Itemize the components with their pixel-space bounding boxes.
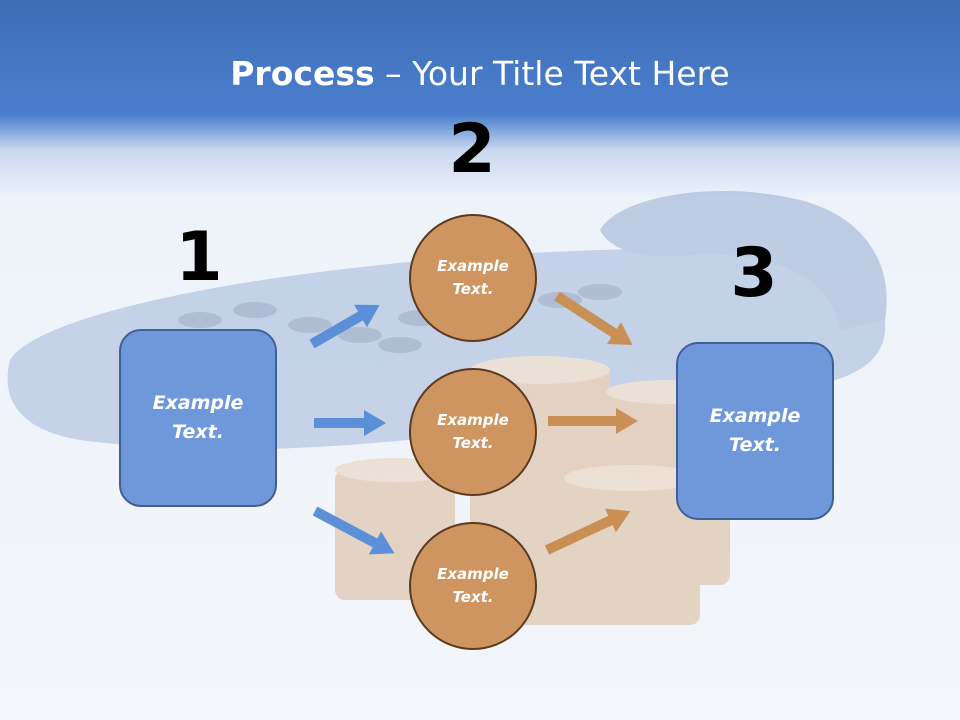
step-3-box: Example Text. <box>676 342 834 520</box>
arrow-from-bottom-circle <box>544 508 631 555</box>
step-2-circle-middle: Example Text. <box>409 368 537 496</box>
step-number-3: 3 <box>730 234 778 313</box>
arrow-from-top-circle <box>554 291 633 346</box>
step-2-middle-label: Example Text. <box>437 411 509 452</box>
title-rest: – Your Title Text Here <box>374 54 730 93</box>
step-1-box: Example Text. <box>119 329 277 507</box>
arrow-to-bottom-circle <box>312 506 395 555</box>
arrow-to-middle-circle <box>314 410 386 436</box>
step-1-label: Example Text. <box>152 392 244 443</box>
arrow-from-middle-circle <box>548 408 638 434</box>
title-bold: Process <box>230 54 375 93</box>
step-3-label: Example Text. <box>709 405 801 456</box>
step-2-circle-bottom: Example Text. <box>409 522 537 650</box>
arrow-to-top-circle <box>309 304 380 349</box>
step-2-circle-top: Example Text. <box>409 214 537 342</box>
step-2-top-label: Example Text. <box>437 257 509 298</box>
step-number-1: 1 <box>175 218 223 297</box>
slide-title: Process – Your Title Text Here <box>0 52 960 96</box>
step-number-2: 2 <box>448 110 496 189</box>
step-2-bottom-label: Example Text. <box>437 565 509 606</box>
